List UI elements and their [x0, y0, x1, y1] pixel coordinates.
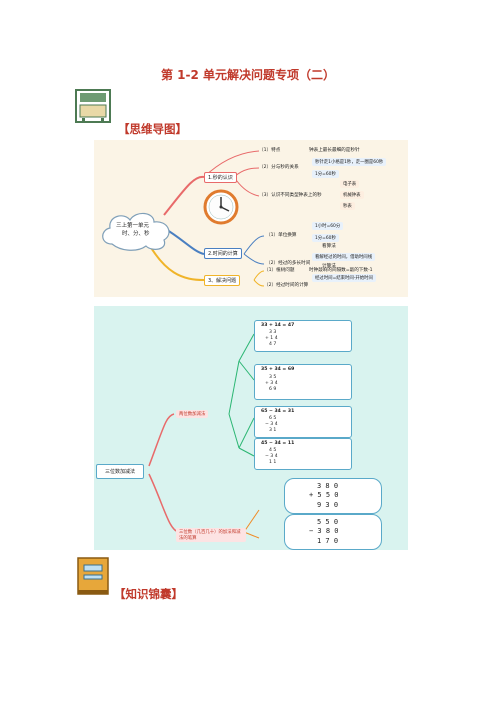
cabinet-icon	[74, 88, 112, 124]
problem-3-expr: 65 − 34 = 31	[261, 409, 295, 414]
big-problem-2-top: 5 5 0	[317, 518, 339, 526]
problem-2-expr: 35 + 34 = 69	[261, 367, 295, 372]
problem-1-expr: 33 + 14 = 47	[261, 323, 295, 328]
book-icon	[74, 556, 112, 596]
branch1-item3-note1: 电子表	[340, 180, 360, 188]
branch-second: 1.秒的认识	[204, 172, 237, 183]
problem-card-2: 35 + 34 = 69 3 5 + 3 4 6 9	[254, 364, 352, 400]
branch-time-calc: 2.时间的计算	[204, 248, 242, 259]
problem-card-1: 33 + 14 = 47 3 3 + 1 4 4 7	[254, 320, 352, 352]
branch1-item1-note: 钟表上最长最细的是秒针	[309, 148, 360, 153]
three-digit-node: 三位数（几百几十）的加法和减法的笔算	[176, 528, 246, 542]
clock-icon	[202, 188, 240, 226]
problem-4-op: − 3 4	[265, 454, 278, 459]
branch3-item1-note: 时钟敲响的间隔数=敲的下数-1	[309, 268, 373, 273]
big-problem-1-top: 3 8 0	[317, 482, 339, 490]
problem-2-top: 3 5	[269, 375, 277, 380]
section-heading-knowledge: 【知识锦囊】	[114, 587, 183, 601]
branch-problem-solving: 3、解决问题	[204, 275, 241, 286]
problem-3-op: − 3 4	[265, 422, 278, 427]
big-problem-1-result: 9 3 0	[317, 501, 339, 509]
branch2-item1-note2: 1分=60秒	[312, 234, 339, 242]
mindmap-center-line1: 三上第一单元	[116, 223, 150, 229]
big-problem-1-op: + 5 5 0	[309, 491, 339, 499]
branch2-item2-note3: 计算法	[322, 264, 336, 269]
mindmap-addition: 三位数加减法 两位数加减法 三位数（几百几十）的加法和减法的笔算 33 + 14…	[94, 306, 408, 550]
branch3-item1: （1）植树问题	[264, 268, 295, 273]
big-problem-2-result: 1 7 0	[317, 537, 339, 545]
branch3-item2: （2）经过时间的计算	[264, 283, 309, 288]
branch1-item2-note1: 秒针走1小格是1秒，走一圈是60秒	[312, 158, 387, 166]
problem-2-result: 6 9	[269, 387, 277, 392]
two-digit-node: 两位数加减法	[176, 410, 209, 418]
branch1-item3-note3: 秒表	[340, 202, 355, 210]
problem-1-result: 4 7	[269, 342, 277, 347]
problem-1-op: + 1 4	[265, 336, 278, 341]
branch1-item3: （3）认识不同类型钟表上的秒	[259, 193, 322, 198]
mindmap-time: 三上第一单元 时、分、秒 1.秒的认识 （1）特点 钟表上最长最细的是秒针 （2…	[94, 140, 408, 297]
problem-3-result: 3 1	[269, 428, 277, 433]
page-title: 第 1-2 单元解决问题专项（二）	[160, 68, 336, 82]
branch2-item2-note1: 看算法	[322, 244, 336, 249]
problem-card-4: 45 − 34 = 11 4 5 − 3 4 1 1	[254, 438, 352, 470]
branch1-item2: （2）分与秒的关系	[259, 165, 299, 170]
problem-4-top: 4 5	[269, 448, 277, 453]
problem-2-op: + 3 4	[265, 381, 278, 386]
branch1-item3-note2: 机械钟表	[340, 191, 364, 199]
branch1-item1: （1）特点	[259, 148, 281, 153]
problem-4-expr: 45 − 34 = 11	[261, 441, 295, 446]
addition-center-node: 三位数加减法	[96, 464, 145, 479]
branch2-item1-note1: 1小时=60分	[312, 222, 344, 230]
branch1-item2-note2: 1分=60秒	[312, 170, 339, 178]
branch2-item2: （2）经过的多长时间	[266, 261, 311, 266]
problem-card-3: 65 − 34 = 31 6 5 − 3 4 3 1	[254, 406, 352, 438]
big-problem-2-op: − 3 8 0	[309, 527, 339, 535]
big-problem-card-2: 5 5 0 − 3 8 0 1 7 0	[284, 514, 382, 550]
problem-3-top: 6 5	[269, 416, 277, 421]
mindmap-center-line2: 时、分、秒	[122, 231, 150, 237]
branch2-item2-note2: 看解经过的时间，借助时间线	[312, 253, 376, 261]
branch2-item1: （1）单位换算	[266, 233, 297, 238]
section-heading-mindmap: 【思维导图】	[118, 122, 187, 136]
problem-1-top: 3 3	[269, 330, 277, 335]
mindmap-center-cloud	[98, 206, 176, 252]
problem-4-result: 1 1	[269, 460, 277, 465]
branch2-item2-note4: 经过时间=结束时间-开始时间	[312, 274, 376, 282]
big-problem-card-1: 3 8 0 + 5 5 0 9 3 0	[284, 478, 382, 514]
